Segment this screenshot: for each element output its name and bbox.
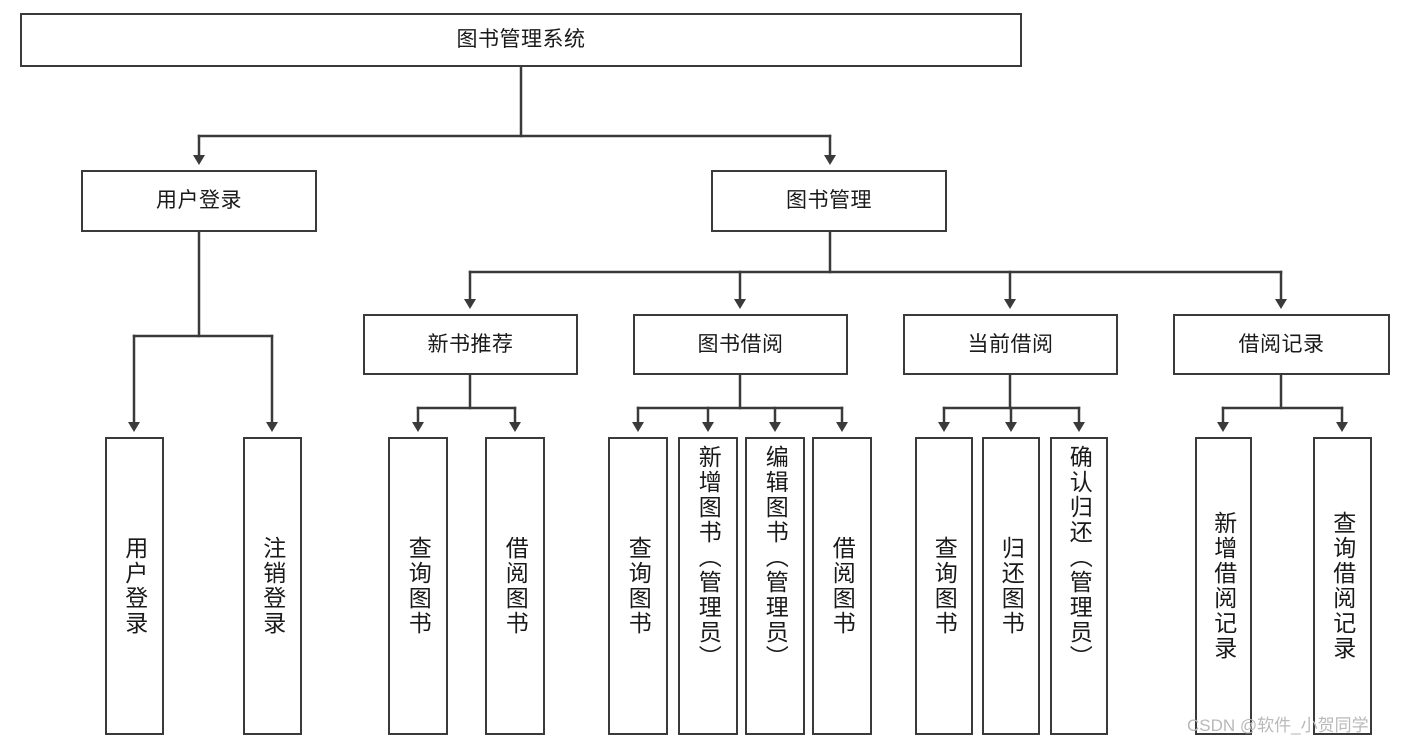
node-book-management[interactable]: 图书管理	[711, 170, 947, 232]
leaf-book-borrow-edit[interactable]: 编辑图书（管理员）	[745, 437, 805, 735]
node-label: 用户登录	[156, 189, 242, 213]
node-label: 新增借阅记录	[1210, 511, 1237, 661]
node-label: 当前借阅	[967, 332, 1054, 356]
node-label: 编辑图书（管理员）	[762, 445, 789, 670]
node-book-borrow[interactable]: 图书借阅	[633, 314, 848, 375]
node-new-book-recommend[interactable]: 新书推荐	[363, 314, 578, 375]
node-current-borrow[interactable]: 当前借阅	[903, 314, 1118, 375]
leaf-user-login-login[interactable]: 用户登录	[105, 437, 164, 735]
leaf-current-borrow-return[interactable]: 归还图书	[982, 437, 1040, 735]
leaf-book-borrow-borrow[interactable]: 借阅图书	[812, 437, 872, 735]
node-label: 借阅图书	[502, 536, 529, 636]
node-label: 确认归还（管理员）	[1066, 445, 1093, 670]
leaf-current-borrow-confirm-return[interactable]: 确认归还（管理员）	[1050, 437, 1108, 735]
node-label: 查询图书	[405, 536, 432, 636]
leaf-user-login-logout[interactable]: 注销登录	[243, 437, 302, 735]
node-label: 用户登录	[121, 536, 148, 636]
node-label: 图书管理	[786, 189, 872, 213]
node-label: 新增图书（管理员）	[695, 445, 722, 670]
leaf-borrow-record-add[interactable]: 新增借阅记录	[1195, 437, 1252, 735]
node-label: 图书借阅	[697, 332, 784, 356]
node-label: 查询图书	[625, 536, 652, 636]
node-label: 借阅记录	[1238, 332, 1325, 356]
leaf-book-borrow-query[interactable]: 查询图书	[608, 437, 668, 735]
csdn-watermark: CSDN @软件_小贺同学	[1187, 716, 1369, 735]
node-label: 注销登录	[259, 536, 286, 636]
leaf-new-book-borrow[interactable]: 借阅图书	[485, 437, 545, 735]
node-label: 图书管理系统	[456, 28, 586, 52]
node-label: 借阅图书	[829, 536, 856, 636]
node-label: 新书推荐	[427, 332, 514, 356]
leaf-current-borrow-query[interactable]: 查询图书	[915, 437, 973, 735]
node-borrow-record[interactable]: 借阅记录	[1173, 314, 1390, 375]
leaf-new-book-query[interactable]: 查询图书	[388, 437, 448, 735]
node-label: 查询借阅记录	[1329, 511, 1356, 661]
leaf-book-borrow-add[interactable]: 新增图书（管理员）	[678, 437, 738, 735]
node-root-system[interactable]: 图书管理系统	[20, 13, 1022, 67]
leaf-borrow-record-query[interactable]: 查询借阅记录	[1313, 437, 1372, 735]
node-label: 归还图书	[998, 536, 1025, 636]
node-label: 查询图书	[931, 536, 958, 636]
node-user-login[interactable]: 用户登录	[81, 170, 317, 232]
